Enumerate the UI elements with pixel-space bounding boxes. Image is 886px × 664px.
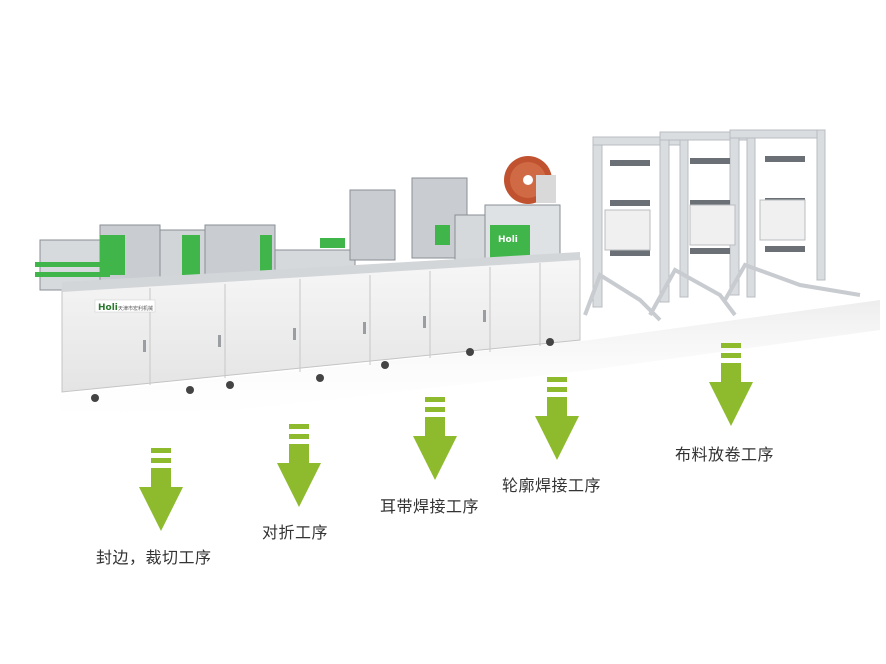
stage-label-fabric-unwinding: 布料放卷工序 <box>675 445 775 464</box>
brand-plate: Holi 天津市宏利机械 Holi <box>94 228 525 313</box>
stage-arrow-5 <box>709 343 753 426</box>
stage-arrow-4 <box>535 377 579 460</box>
brand-text: Holi <box>98 303 118 313</box>
stage-label-earloop-welding: 耳带焊接工序 <box>380 497 480 516</box>
stage-label-folding: 对折工序 <box>262 523 329 542</box>
stage-label-contour-welding: 轮廓焊接工序 <box>502 476 602 495</box>
stage-arrow-1 <box>139 448 183 531</box>
machine-cabinet <box>61 252 581 402</box>
brand-text-green: Holi <box>498 235 518 245</box>
stage-label-sealing-cutting: 封边，裁切工序 <box>96 548 212 567</box>
brand-tagline: 天津市宏利机械 <box>118 305 153 312</box>
stage-arrow-3 <box>413 397 457 480</box>
stage-arrow-2 <box>277 424 321 507</box>
reel <box>504 156 556 204</box>
floor-reflection <box>60 300 880 430</box>
unwinding-racks <box>583 129 861 322</box>
